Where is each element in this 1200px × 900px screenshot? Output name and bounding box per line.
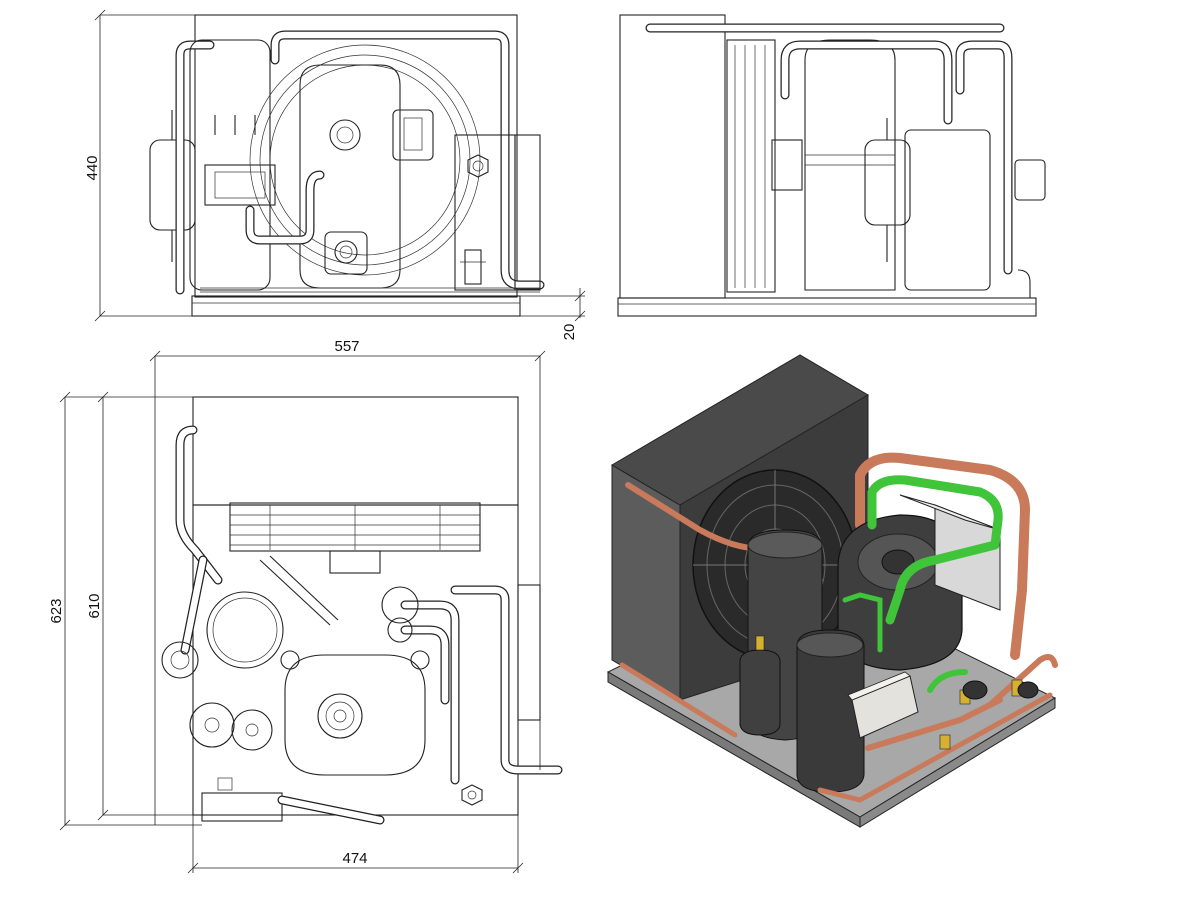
front-view-dimensions: 440 20: [84, 9, 586, 341]
dim-depth-610: 610: [86, 593, 103, 618]
front-view: [149, 14, 545, 317]
dim-width-557: 557: [334, 338, 359, 355]
dim-width-474: 474: [342, 850, 367, 867]
dim-base-20: 20: [561, 324, 578, 341]
dim-height-440: 440: [84, 155, 101, 180]
top-view-dimensions: 557 623 610 474: [48, 338, 546, 874]
isometric-render: [606, 354, 1058, 828]
dim-depth-623: 623: [48, 598, 65, 623]
iso-second-tank: [796, 629, 865, 793]
iso-discharge-pipe: [855, 452, 1030, 660]
side-view: [617, 14, 1046, 317]
iso-filter-drier: [739, 649, 781, 736]
top-view: [161, 396, 563, 825]
iso-suction-pipe: [867, 475, 1003, 625]
